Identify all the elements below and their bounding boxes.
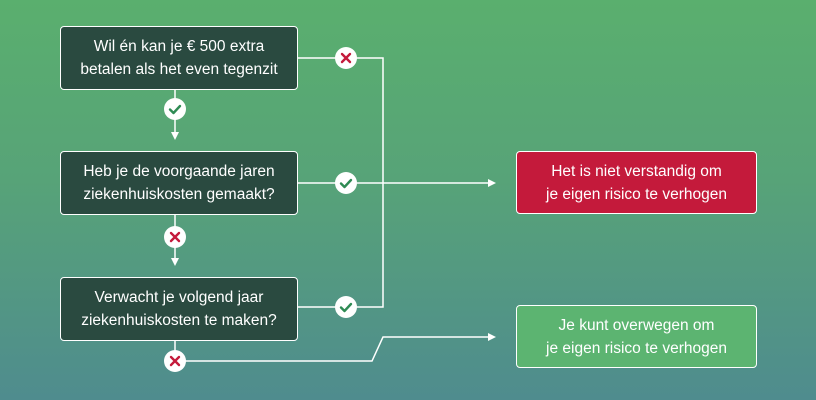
question-box-1: Wil én kan je € 500 extra betalen als he… [60, 26, 298, 90]
cross-icon [335, 47, 357, 69]
check-icon [164, 98, 186, 120]
result-box-consider: Je kunt overwegen om je eigen risico te … [516, 305, 757, 368]
result-box-not-advisable: Het is niet verstandig om je eigen risic… [516, 151, 757, 214]
question-box-3: Verwacht je volgend jaar ziekenhuiskoste… [60, 277, 298, 341]
cross-icon [164, 226, 186, 248]
check-icon [335, 296, 357, 318]
check-icon [335, 172, 357, 194]
question-box-2: Heb je de voorgaande jaren ziekenhuiskos… [60, 151, 298, 215]
cross-icon [164, 350, 186, 372]
